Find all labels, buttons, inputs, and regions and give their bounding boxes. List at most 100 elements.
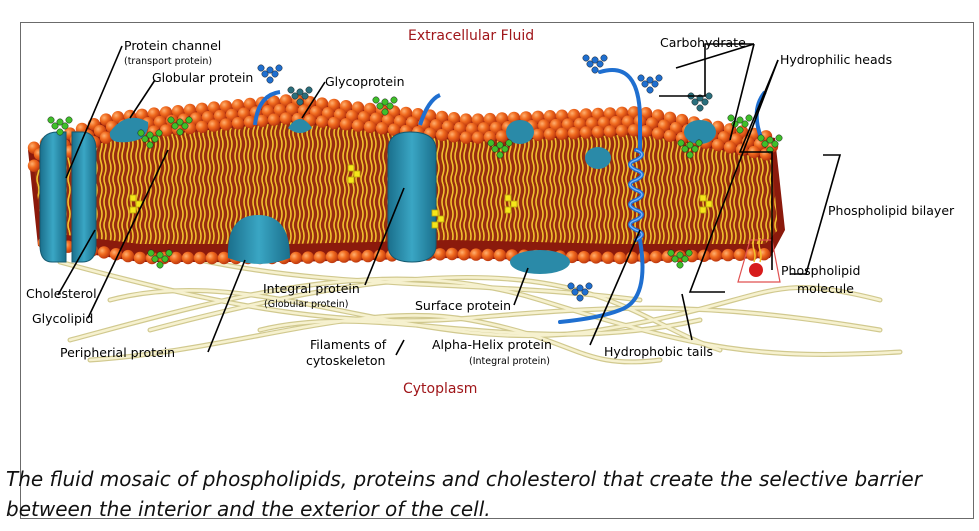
sugar-bead [177, 119, 183, 125]
head-sphere [134, 252, 146, 264]
sugar-bead [157, 262, 163, 268]
carbohydrate-label: Carbohydrate [660, 35, 746, 50]
sugar-bead [57, 129, 63, 135]
protein-channel-label: Protein channel [124, 38, 221, 53]
sugar-bead [677, 252, 683, 258]
sugar-bead [488, 140, 494, 146]
globular-protein-label: Globular protein [152, 70, 253, 85]
sugar-bead [696, 140, 702, 146]
sugar-bead [638, 75, 644, 81]
alpha-helix-label: Alpha-Helix protein [432, 337, 552, 352]
head-sphere [268, 113, 280, 125]
integral-protein-label: Integral protein [263, 281, 360, 296]
head-sphere [362, 250, 374, 262]
sugar-bead [776, 135, 782, 141]
head-sphere [580, 126, 592, 138]
sugar-bead [258, 65, 264, 71]
sugar-bead [687, 152, 693, 158]
sugar-bead [166, 250, 172, 256]
phospholipid-molecule-label-2: molecule [797, 281, 854, 296]
surface-protein-shape [510, 250, 570, 274]
head-sphere [316, 115, 328, 127]
sugar-bead [737, 127, 743, 133]
sugar-bead [767, 137, 773, 143]
globular-protein-shape-3 [585, 147, 611, 169]
head-sphere [220, 118, 232, 130]
head-sphere [302, 251, 314, 263]
head-sphere [328, 117, 340, 129]
head-sphere [604, 125, 616, 137]
head-sphere [578, 251, 590, 263]
figure-caption: The fluid mosaic of phospholipids, prote… [6, 464, 971, 524]
sugar-bead [758, 135, 764, 141]
hydrophobic-tails-label: Hydrophobic tails [604, 344, 713, 359]
sugar-bead [306, 87, 312, 93]
sugar-bead [66, 117, 72, 123]
head-sphere [338, 250, 350, 262]
phospholipid-molecule-label-1: Phospholipid [781, 263, 860, 278]
sugar-bead [737, 117, 743, 123]
head-sphere [326, 251, 338, 263]
sugar-bead [678, 140, 684, 146]
sugar-bead [147, 132, 153, 138]
head-sphere [544, 128, 556, 140]
head-sphere [556, 128, 568, 140]
head-sphere [590, 251, 602, 263]
glycolipid-label: Glycolipid [32, 311, 93, 326]
head-sphere [458, 248, 470, 260]
head-sphere [376, 122, 388, 134]
head-sphere [592, 126, 604, 138]
sugar-bead [267, 77, 273, 83]
sugar-bead [656, 75, 662, 81]
sugar-bead [746, 115, 752, 121]
sugar-bead [647, 77, 653, 83]
integral-protein-shape [388, 132, 436, 262]
cholesterol-label: Cholesterol [26, 286, 97, 301]
head-sphere [448, 130, 460, 142]
sugar-bead [647, 87, 653, 93]
sugar-bead [697, 105, 703, 111]
sugar-bead [506, 140, 512, 146]
sugar-bead [577, 295, 583, 301]
head-sphere [616, 125, 628, 137]
head-sphere [280, 112, 292, 124]
sugar-bead [373, 97, 379, 103]
cell-membrane-diagram: Extracellular Fluid Cytoplasm Protein ch… [0, 0, 979, 440]
sugar-bead [267, 67, 273, 73]
sugar-bead [382, 99, 388, 105]
sugar-bead [156, 130, 162, 136]
sugar-bead [586, 283, 592, 289]
extracellular-fluid-label: Extracellular Fluid [408, 28, 534, 44]
head-sphere [664, 130, 676, 142]
sugar-bead [288, 87, 294, 93]
head-sphere [652, 127, 664, 139]
head-sphere [470, 248, 482, 260]
head-sphere [482, 249, 494, 261]
alpha-helix-sublabel: (Integral protein) [469, 356, 550, 367]
head-sphere [472, 131, 484, 143]
filaments-label-2: cytoskeleton [306, 353, 385, 368]
sugar-bead [601, 55, 607, 61]
sugar-bead [148, 250, 154, 256]
filaments-label-1: Filaments of [310, 337, 387, 352]
sugar-bead [147, 142, 153, 148]
sugar-bead [382, 109, 388, 115]
sugar-bead [583, 55, 589, 61]
head-sphere [290, 252, 302, 264]
sugar-bead [668, 250, 674, 256]
sugar-bead [391, 97, 397, 103]
sugar-bead [592, 67, 598, 73]
phospholipid-bilayer-label: Phospholipid bilayer [828, 203, 955, 218]
head-sphere [494, 249, 506, 261]
head-sphere [364, 121, 376, 133]
sugar-bead [276, 65, 282, 71]
head-sphere [208, 119, 220, 131]
hydrophilic-heads-label: Hydrophilic heads [780, 52, 892, 67]
head-sphere [712, 139, 724, 151]
head-sphere [232, 117, 244, 129]
sugar-bead [57, 119, 63, 125]
head-sphere [710, 249, 722, 261]
sugar-bead [677, 262, 683, 268]
protein-channel-sublabel: (transport protein) [124, 56, 212, 67]
head-sphere [602, 252, 614, 264]
